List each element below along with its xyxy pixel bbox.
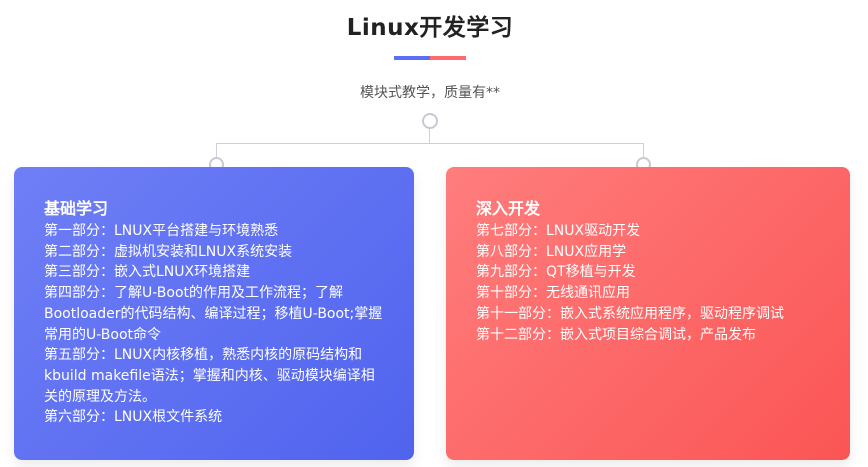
list-item: 第二部分：虚拟机安装和LNUX系统安装 [44, 243, 293, 260]
advanced-development-list: 第七部分：LNUX驱动开发 第八部分：LNUX应用学 第九部分：QT移植与开发 … [476, 221, 830, 345]
list-item: 第八部分：LNUX应用学 [476, 243, 627, 260]
list-item: 第十部分：无线通讯应用 [476, 285, 630, 302]
advanced-development-title: 深入开发 [476, 199, 541, 218]
list-item: 第五部分：LNUX内核移植，熟悉内核的原码结构和kbuild makefile语… [44, 347, 375, 405]
basic-learning-card: 基础学习 第一部分：LNUX平台搭建与环境熟悉 第二部分：虚拟机安装和LNUX系… [14, 167, 414, 460]
list-item: 第三部分：嵌入式LNUX环境搭建 [44, 264, 251, 281]
underline-red-segment [430, 56, 466, 60]
list-item: 第七部分：LNUX驱动开发 [476, 223, 641, 239]
title-underline [394, 56, 466, 60]
list-item: 第十二部分：嵌入式项目综合调试，产品发布 [476, 326, 756, 343]
connector-horizontal [216, 143, 644, 144]
basic-learning-list: 第一部分：LNUX平台搭建与环境熟悉 第二部分：虚拟机安装和LNUX系统安装 第… [44, 221, 394, 428]
page-title: Linux开发学习 [346, 15, 514, 41]
connector-root-node [422, 113, 438, 129]
list-item: 第九部分：QT移植与开发 [476, 264, 636, 281]
connector-stem [429, 126, 430, 144]
advanced-development-card: 深入开发 第七部分：LNUX驱动开发 第八部分：LNUX应用学 第九部分：QT移… [446, 167, 850, 460]
list-item: 第四部分：了解U-Boot的作用及工作流程；了解 Bootloader的代码结构… [44, 285, 383, 343]
list-item: 第六部分：LNUX根文件系统 [44, 409, 223, 426]
list-item: 第一部分：LNUX平台搭建与环境熟悉 [44, 223, 279, 239]
page-subtitle: 模块式教学，质量有** [360, 85, 500, 101]
basic-learning-title: 基础学习 [44, 199, 109, 218]
underline-blue-segment [394, 56, 430, 60]
list-item: 第十一部分：嵌入式系统应用程序，驱动程序调试 [476, 305, 784, 322]
connector-right-drop [643, 143, 644, 163]
connector-left-drop [216, 143, 217, 163]
